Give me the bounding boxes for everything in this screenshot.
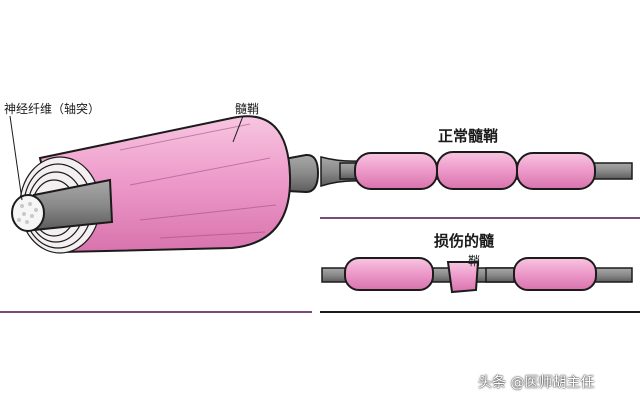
myelin-leader-line bbox=[232, 115, 244, 143]
watermark: 头条 @医师胡主任 bbox=[478, 375, 595, 391]
axon-leader-line bbox=[9, 115, 23, 201]
damaged-myelin-segment bbox=[344, 257, 434, 291]
damaged-myelin-segment bbox=[513, 257, 597, 291]
normal-myelin-segment bbox=[436, 151, 518, 190]
myelin-cylinder-illustration bbox=[9, 115, 320, 254]
axon-cross-section bbox=[11, 194, 45, 232]
normal-myelin-title: 正常髓鞘 bbox=[438, 127, 498, 145]
myelin-label: 髓鞘 bbox=[235, 102, 259, 116]
normal-myelin-illustration bbox=[320, 151, 633, 190]
normal-myelin-segment bbox=[516, 152, 596, 190]
damaged-myelin-illustration bbox=[321, 257, 633, 294]
exposed-axon bbox=[485, 267, 515, 283]
axon-label: 神经纤维（轴突） bbox=[4, 101, 100, 116]
damaged-myelin-title: 损伤的髓 bbox=[434, 232, 495, 250]
normal-myelin-segment bbox=[354, 152, 438, 190]
damaged-myelin-fragment bbox=[446, 261, 480, 294]
damaged-myelin-title-end: 鞘 bbox=[468, 254, 480, 268]
